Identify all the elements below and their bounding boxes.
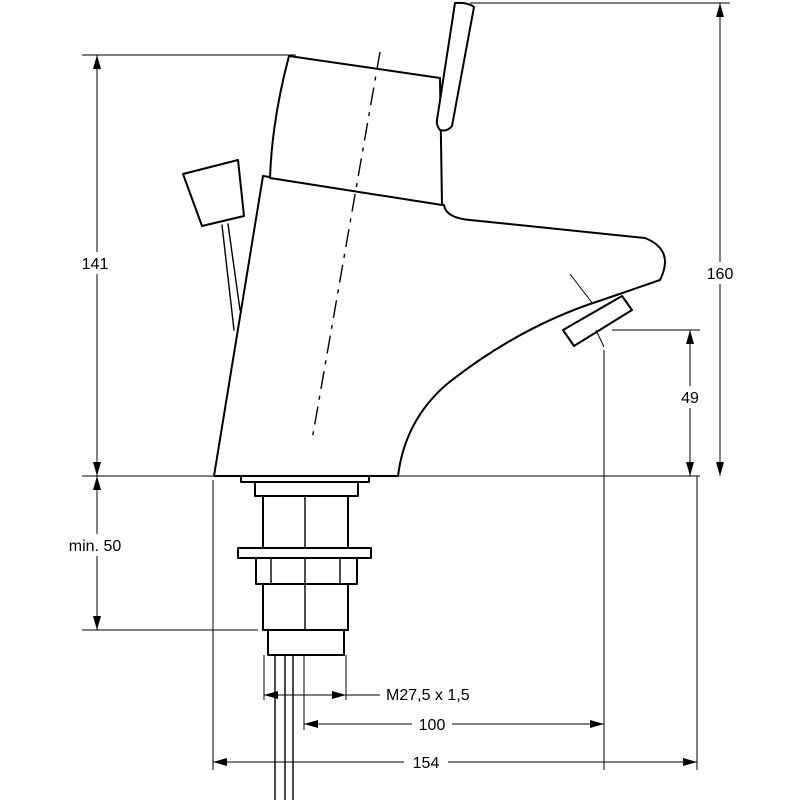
mounting-shank xyxy=(237,475,372,800)
cartridge-axis xyxy=(311,51,381,441)
dimension-154: 154 xyxy=(213,751,697,773)
popup-knob xyxy=(182,159,245,331)
dim-label-160: 160 xyxy=(707,266,734,283)
dimension-thread: M27,5 x 1,5 xyxy=(264,687,470,704)
outlet-axis-bottom xyxy=(595,329,605,348)
dim-label-thread: M27,5 x 1,5 xyxy=(386,687,470,704)
dimension-min-50: min. 50 xyxy=(56,476,132,630)
dimension-160: 160 xyxy=(700,3,742,476)
dimension-49: 49 xyxy=(676,330,706,476)
faucet-body xyxy=(213,1,666,477)
dim-label-141: 141 xyxy=(82,256,109,273)
dim-label-154: 154 xyxy=(413,755,440,772)
dimension-100: 100 xyxy=(304,713,604,735)
dim-label-100: 100 xyxy=(419,717,446,734)
outlet-axis-top xyxy=(569,273,594,305)
dim-label-49: 49 xyxy=(681,390,699,407)
dimension-141: 141 xyxy=(76,55,118,476)
dim-label-min-50: min. 50 xyxy=(69,538,122,555)
